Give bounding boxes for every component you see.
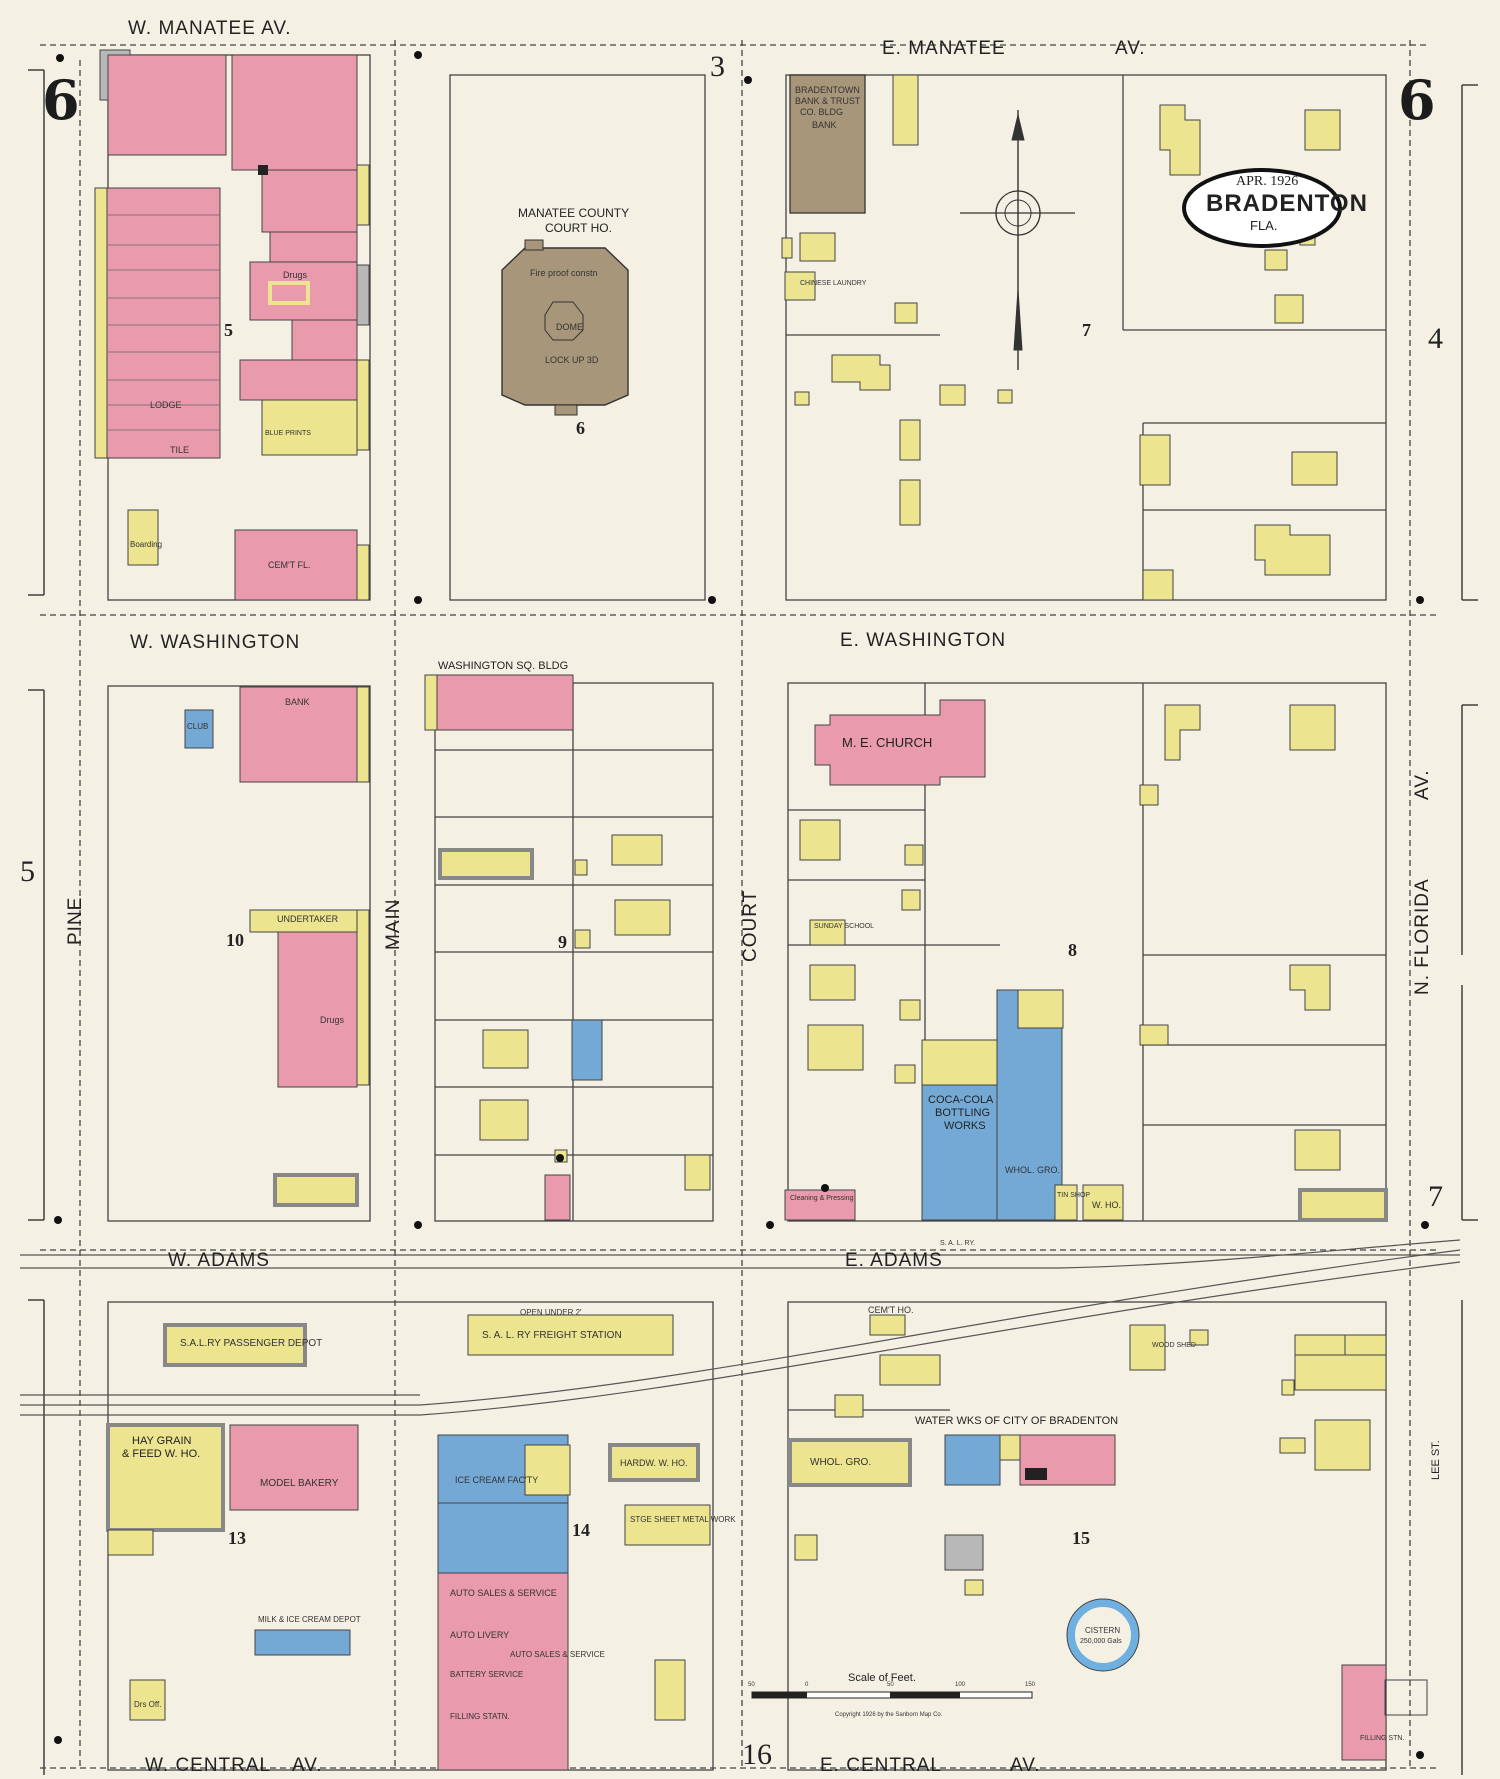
block-5-buildings xyxy=(94,49,370,601)
courthouse-block xyxy=(501,239,629,416)
block-8-buildings xyxy=(784,699,1388,1222)
sheet-edge-lines xyxy=(28,69,1478,1775)
block-13-14-buildings xyxy=(106,1314,711,1771)
block-7-buildings xyxy=(781,74,1341,601)
title-stamp xyxy=(1182,168,1342,248)
railroad-tracks xyxy=(20,1239,1461,1416)
block-15-buildings xyxy=(788,1314,1428,1761)
block-10-buildings xyxy=(184,686,370,1207)
hydrant-markers xyxy=(54,51,1429,1759)
scale-bar xyxy=(751,1691,1033,1699)
block-9-buildings xyxy=(424,674,711,1221)
water-pipes xyxy=(40,40,1440,1770)
compass-icon xyxy=(960,110,1075,370)
